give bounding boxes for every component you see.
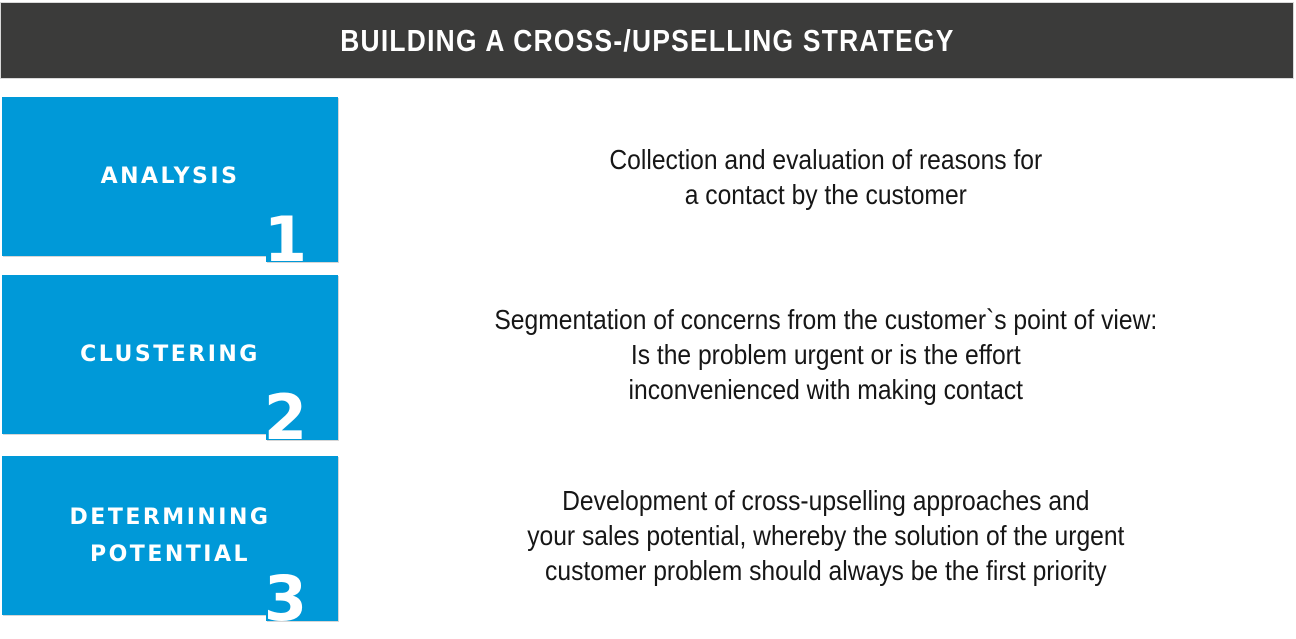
step-number: 2 (263, 381, 307, 454)
steps-area: ANALYSIS 1 Collection and evaluation of … (2, 97, 1296, 634)
step-row-clustering: CLUSTERING 2 Segmentation of concerns fr… (2, 275, 1296, 449)
step-label: CLUSTERING (80, 342, 260, 367)
description-line: Collection and evaluation of reasons for (609, 143, 1043, 175)
description-line: Development of cross-upselling approache… (562, 485, 1090, 516)
step-number-plate (266, 382, 338, 440)
description-line: your sales potential, whereby the soluti… (527, 520, 1125, 551)
step-number: 1 (263, 203, 307, 276)
step-number-plate (266, 563, 338, 621)
description-line: inconvenienced with making contact (628, 374, 1024, 405)
step-label: DETERMINING POTENTIAL (69, 504, 271, 567)
step-row-analysis: ANALYSIS 1 Collection and evaluation of … (2, 97, 1296, 271)
description-line: customer problem should always be the fi… (545, 555, 1107, 586)
step-row-determining-potential: DETERMINING POTENTIAL 3 Development of c… (2, 456, 1296, 630)
description-line: Is the problem urgent or is the effort (630, 339, 1021, 370)
slide-title: BUILDING A CROSS-/UPSELLING STRATEGY (339, 22, 955, 58)
step-description: Development of cross-upselling approache… (395, 483, 1238, 588)
step-box-determining-potential: DETERMINING POTENTIAL 3 (2, 456, 338, 630)
step-description: Collection and evaluation of reasons for… (395, 142, 1238, 212)
step-box-analysis: ANALYSIS 1 (2, 97, 338, 271)
step-number: 3 (263, 562, 307, 635)
step-number-plate (266, 204, 338, 262)
step-label: ANALYSIS (100, 164, 240, 189)
header-bar: BUILDING A CROSS-/UPSELLING STRATEGY (0, 2, 1294, 79)
description-line: a contact by the customer (684, 178, 967, 210)
step-description: Segmentation of concerns from the custom… (395, 302, 1238, 407)
description-line: Segmentation of concerns from the custom… (494, 304, 1158, 335)
step-box-clustering: CLUSTERING 2 (2, 275, 338, 449)
